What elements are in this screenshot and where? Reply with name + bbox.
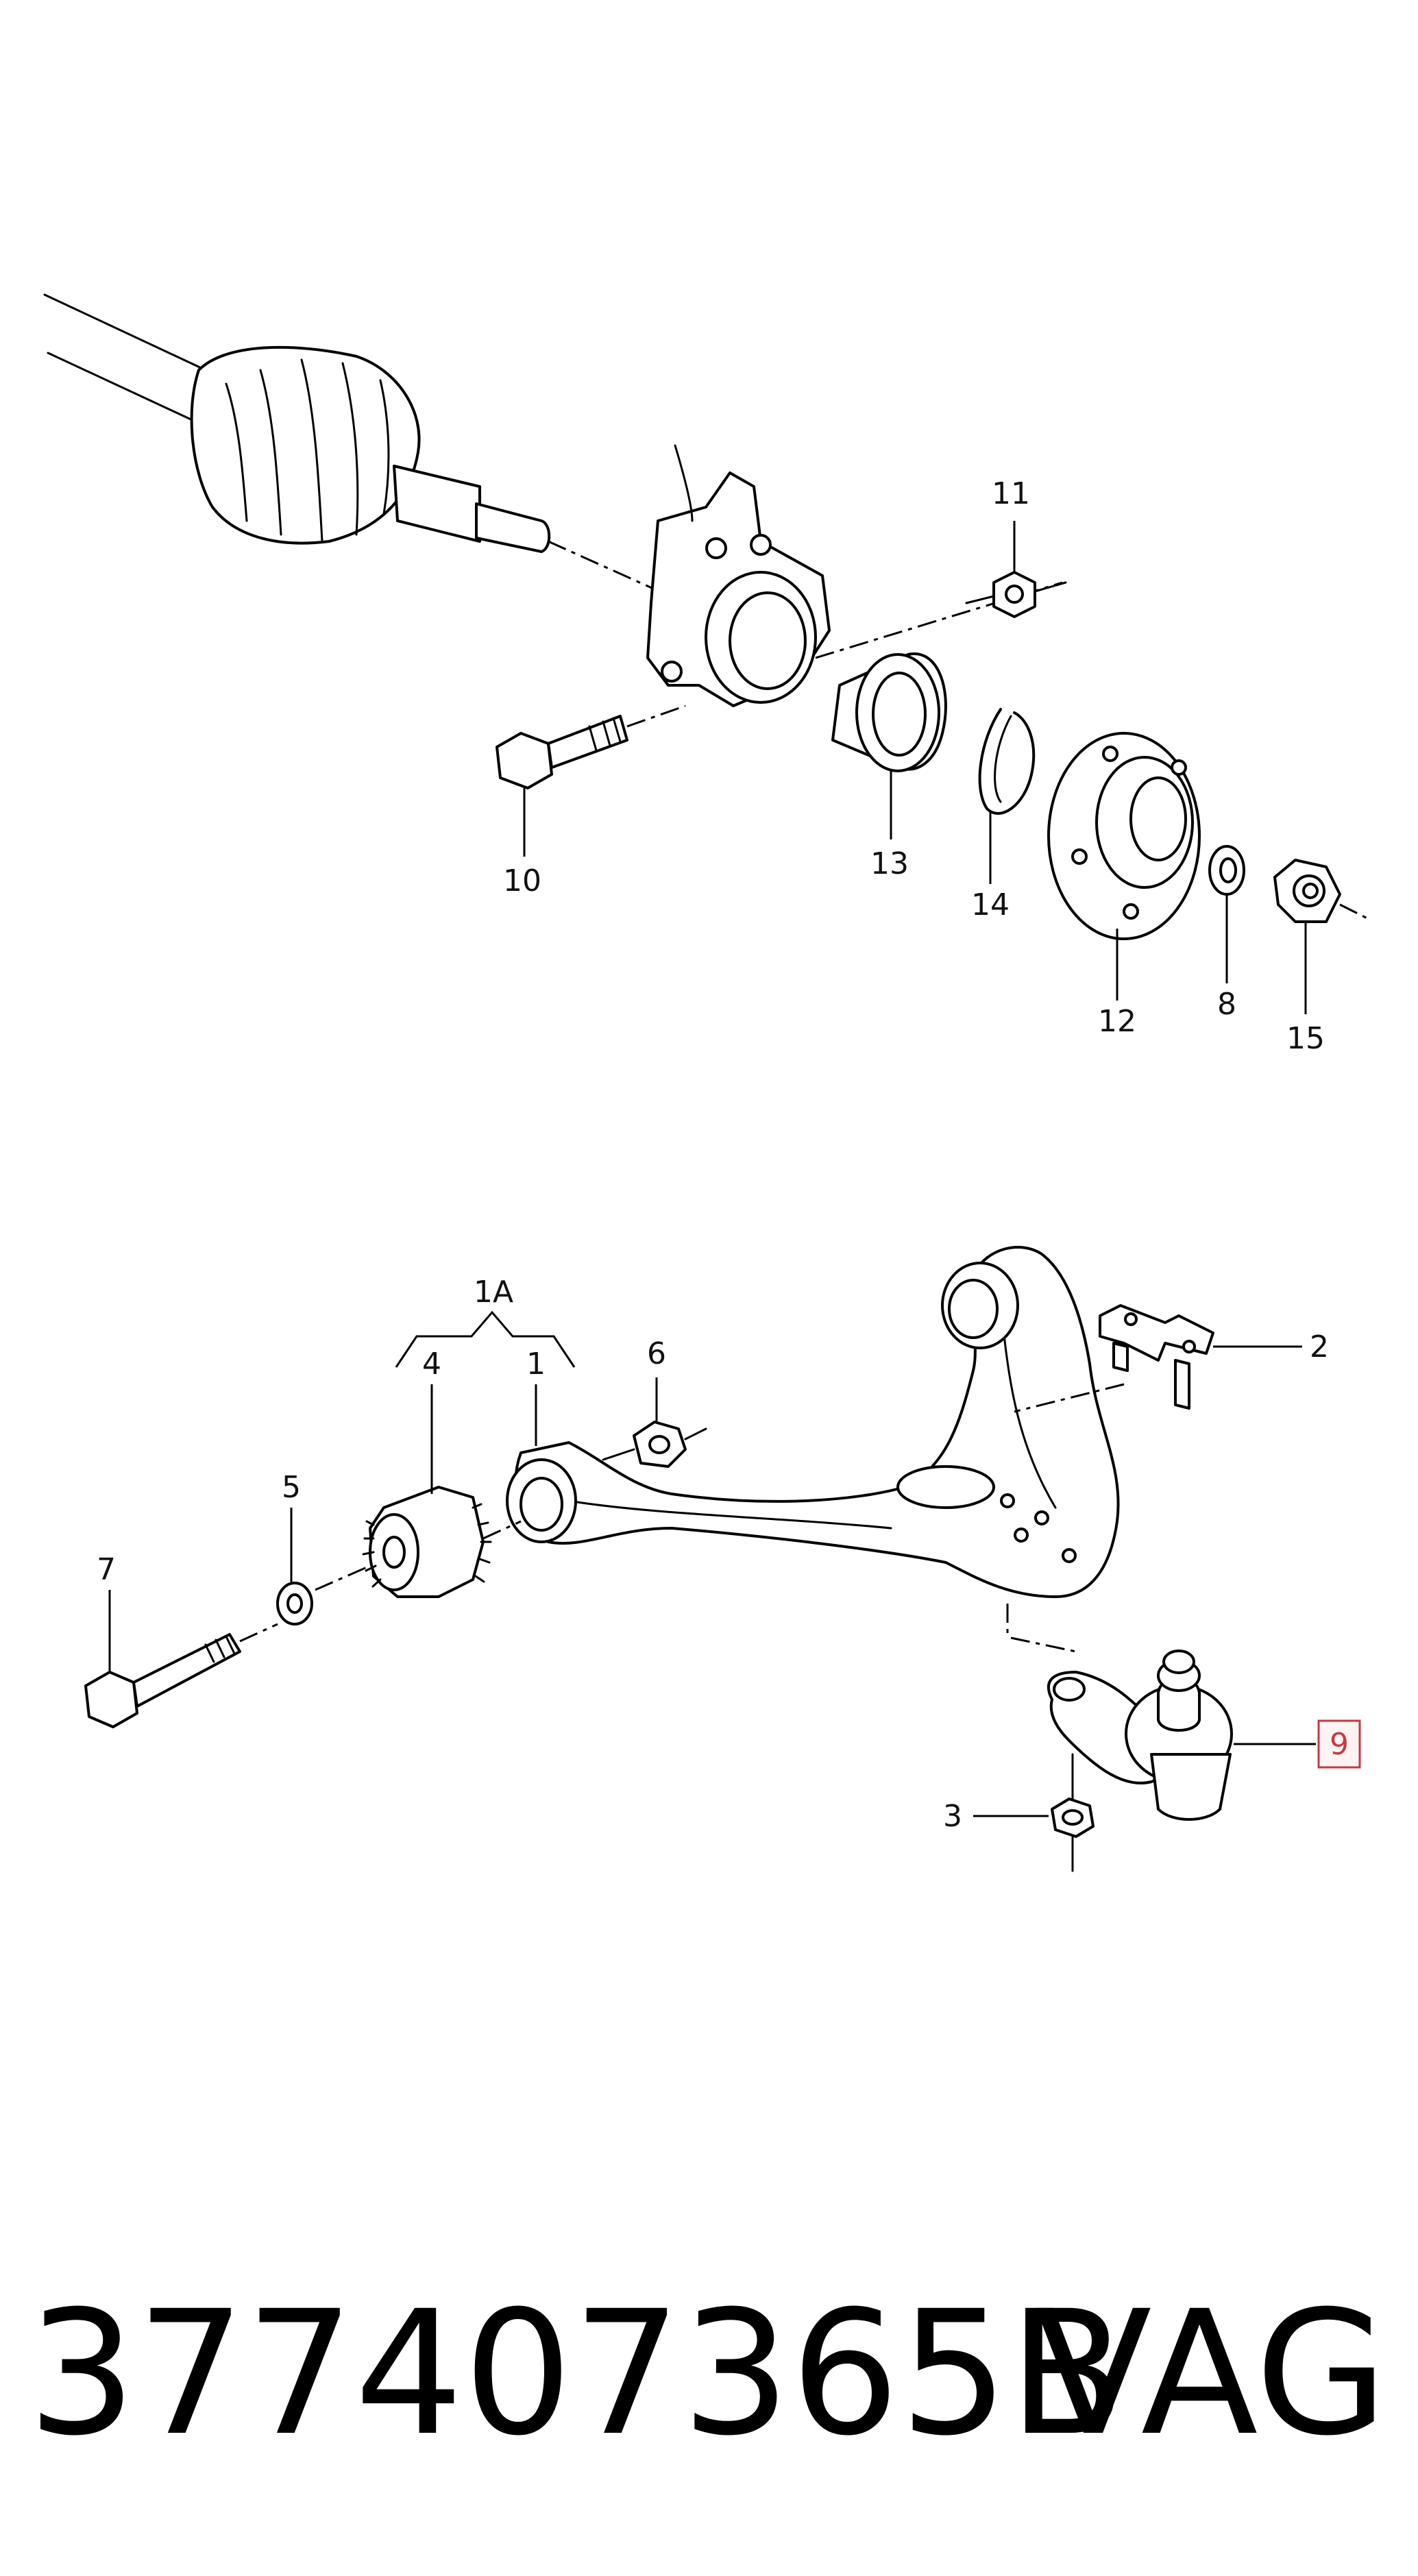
bearing-13 (831, 652, 947, 772)
callout-1a: 1A (474, 1275, 513, 1310)
bushing-4 (362, 1486, 492, 1598)
callout-3: 3 (943, 1799, 962, 1834)
bracket-1a (395, 1310, 576, 1368)
balljoint-axis-diag (1010, 1636, 1077, 1653)
callout-14: 14 (971, 887, 1010, 922)
nut-6 (633, 1421, 687, 1468)
washer-8 (1208, 845, 1245, 896)
callout-2: 2 (1310, 1329, 1329, 1364)
arm-bushing-eye (941, 1262, 1019, 1349)
callout-12: 12 (1098, 1004, 1136, 1039)
hub-flange-12 (1047, 732, 1201, 940)
bolt-10 (496, 715, 628, 789)
callout-13: 13 (870, 846, 909, 881)
wheel-bearing-housing (646, 444, 831, 707)
callout-8: 8 (1217, 987, 1236, 1022)
callout-1: 1 (526, 1347, 546, 1382)
control-arm-1 (514, 1246, 1120, 1598)
nut-3 (1051, 1798, 1095, 1838)
bracket-axis (1014, 1383, 1125, 1413)
part-number: 377407365B (27, 2274, 1126, 2473)
nut-11-axis-right (1034, 581, 1067, 593)
callout-6: 6 (647, 1336, 666, 1371)
ball-joint-9 (1047, 1649, 1233, 1821)
circlip-14 (978, 708, 1036, 815)
callout-15: 15 (1286, 1021, 1325, 1056)
nut-11-axis-left (965, 595, 995, 604)
bolt-axis (626, 704, 686, 728)
nut-11 (992, 571, 1036, 618)
nut-6-axis-right (684, 1427, 707, 1440)
callout-7: 7 (97, 1552, 116, 1587)
nut-15 (1273, 859, 1341, 923)
washer-5 (276, 1582, 313, 1626)
callout-9-box: 9 (1317, 1719, 1361, 1769)
nut-axis (1339, 903, 1368, 920)
bolt-7-axis (239, 1623, 278, 1643)
callout-10: 10 (503, 863, 541, 898)
highlight-box (1317, 1719, 1361, 1769)
drive-shaft (43, 293, 551, 553)
callout-9: 9 (1330, 1727, 1349, 1762)
nut-6-axis-left (602, 1448, 635, 1461)
arm-front-eye (506, 1458, 577, 1543)
bushing-axis-right (482, 1520, 522, 1540)
callout-5: 5 (282, 1470, 301, 1505)
callout-11: 11 (992, 476, 1030, 511)
bushing-axis-left (315, 1565, 371, 1591)
bracket-2 (1099, 1304, 1214, 1410)
callout-4: 4 (422, 1347, 441, 1382)
brand-name: VAG (1035, 2274, 1388, 2473)
